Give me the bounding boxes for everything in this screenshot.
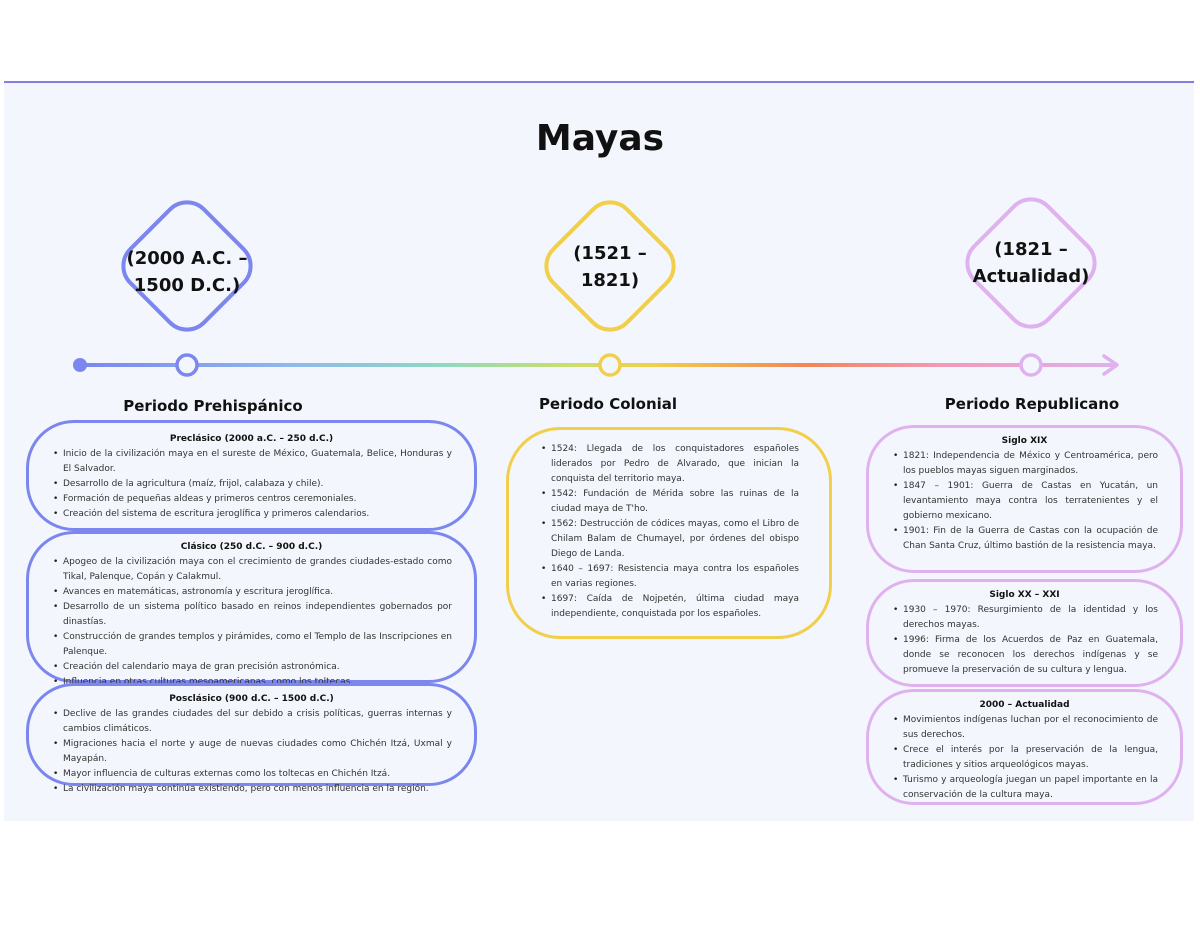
list-item: 1930 – 1970: Resurgimiento de la identid… [893,603,1158,633]
list-item: 1542: Fundación de Mérida sobre las ruin… [541,487,799,517]
list-item: Formación de pequeñas aldeas y primeros … [53,492,452,507]
list-item: Desarrollo de un sistema político basado… [53,600,452,630]
list-item: 1901: Fin de la Guerra de Castas con la … [893,524,1158,554]
siglo-xix-heading: Siglo XIX [1001,436,1048,446]
colonial-box: 1524: Llegada de los conquistadores espa… [506,427,832,639]
clasico-box: Clásico (250 d.C. – 900 d.C.) Apogeo de … [26,531,477,690]
list-item: 1562: Destrucción de códices mayas, como… [541,517,799,562]
period-title-republicano: Periodo Republicano [944,395,1120,413]
list-item: Creación del sistema de escritura jerogl… [53,507,452,522]
posclasico-heading: Posclásico (900 d.C. – 1500 d.C.) [169,694,334,704]
timeline-node-prehispanico [175,353,199,377]
list-item: Crece el interés por la preservación de … [893,743,1158,773]
list-item: Avances en matemáticas, astronomía y esc… [53,585,452,600]
page-title: Mayas [535,118,665,159]
siglo-xix-box: Siglo XIX 1821: Independencia de México … [866,425,1183,573]
date-line-1: (1521 – [573,243,647,264]
list-item: 1640 – 1697: Resistencia maya contra los… [541,562,799,592]
preclasico-box: Preclásico (2000 a.C. – 250 d.C.) Inicio… [26,420,477,531]
list-item: La civilización maya continúa existiendo… [53,782,452,797]
preclasico-heading: Preclásico (2000 a.C. – 250 d.C.) [169,434,334,444]
timeline-arrowhead [1102,354,1119,376]
period-title-prehispanico: Periodo Prehispánico [123,397,303,415]
list-item: Influencia en otras culturas mesoamerica… [53,675,452,690]
timeline-node-colonial [598,353,622,377]
list-item: Inicio de la civilización maya en el sur… [53,447,452,477]
date-line-1: (1821 – [994,239,1068,260]
list-item: 1847 – 1901: Guerra de Castas en Yucatán… [893,479,1158,524]
list-item: 1996: Firma de los Acuerdos de Paz en Gu… [893,633,1158,678]
list-item: Desarrollo de la agricultura (maíz, frij… [53,477,452,492]
list-item: 1697: Caída de Nojpetén, última ciudad m… [541,592,799,622]
date-label-prehispanico: (2000 A.C. – 1500 D.C.) [117,245,257,299]
list-item: 1524: Llegada de los conquistadores espa… [541,442,799,487]
clasico-heading: Clásico (250 d.C. – 900 d.C.) [180,542,323,552]
list-item: Declive de las grandes ciudades del sur … [53,707,452,737]
timeline-start-dot [73,358,87,372]
siglo-xx-box: Siglo XX – XXI 1930 – 1970: Resurgimient… [866,579,1183,687]
list-item: Turismo y arqueología juegan un papel im… [893,773,1158,803]
list-item: Movimientos indígenas luchan por el reco… [893,713,1158,743]
period-title-colonial: Periodo Colonial [538,395,678,413]
list-item: Migraciones hacia el norte y auge de nue… [53,737,452,767]
list-item: Apogeo de la civilización maya con el cr… [53,555,452,585]
date-line-2: 1821) [580,270,640,291]
date-label-republicano: (1821 – Actualidad) [951,236,1111,290]
actualidad-heading: 2000 – Actualidad [979,700,1070,710]
date-line-1: (2000 A.C. – [126,248,248,269]
date-label-colonial: (1521 – 1821) [540,240,680,294]
list-item: 1821: Independencia de México y Centroam… [893,449,1158,479]
actualidad-box: 2000 – Actualidad Movimientos indígenas … [866,689,1183,805]
list-item: Mayor influencia de culturas externas co… [53,767,452,782]
siglo-xx-heading: Siglo XX – XXI [989,590,1060,600]
timeline-node-republicano [1019,353,1043,377]
list-item: Creación del calendario maya de gran pre… [53,660,452,675]
date-line-2: Actualidad) [972,266,1090,287]
list-item: Construcción de grandes templos y pirámi… [53,630,452,660]
posclasico-box: Posclásico (900 d.C. – 1500 d.C.) Decliv… [26,683,477,797]
date-line-2: 1500 D.C.) [133,275,241,296]
